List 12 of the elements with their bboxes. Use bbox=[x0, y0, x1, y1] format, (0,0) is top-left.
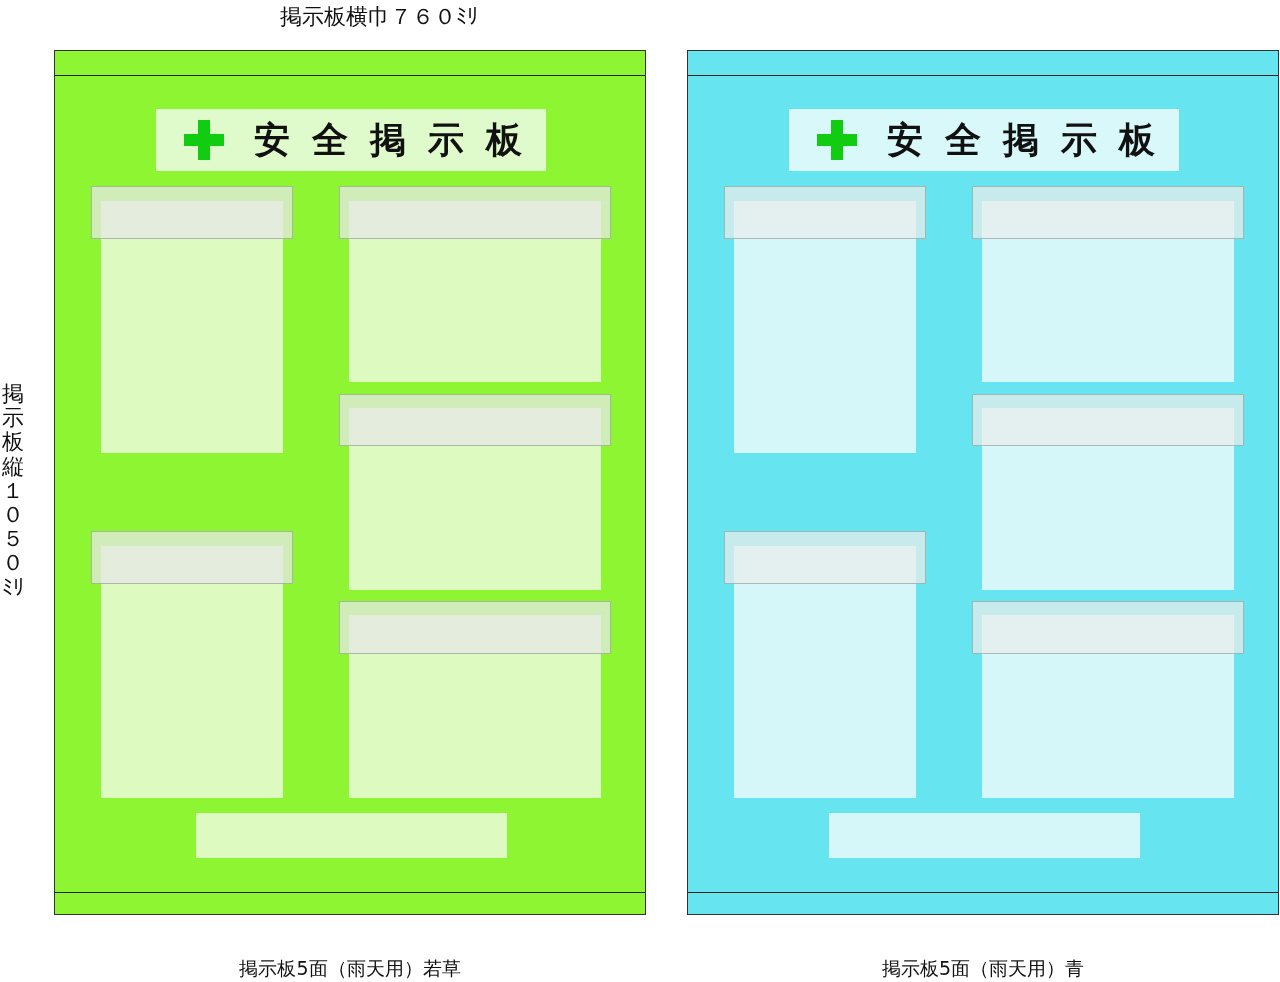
title-sign bbox=[156, 109, 546, 171]
bulletin-board bbox=[54, 50, 646, 915]
board-caption: 掲示板5面（雨天用）青 bbox=[880, 956, 1086, 981]
width-dimension: 掲示板横巾７６０ﾐﾘ bbox=[280, 3, 478, 31]
height-dimension: 掲示板縦１０５０ﾐﾘ bbox=[2, 382, 24, 600]
title-sign bbox=[789, 109, 1179, 171]
board-caption: 掲示板5面（雨天用）若草 bbox=[238, 956, 462, 981]
name-plate bbox=[196, 813, 507, 858]
name-plate bbox=[829, 813, 1140, 858]
bulletin-board bbox=[687, 50, 1279, 915]
sign-title: 安全掲示板 bbox=[887, 117, 1177, 162]
sign-title: 安全掲示板 bbox=[254, 117, 544, 162]
